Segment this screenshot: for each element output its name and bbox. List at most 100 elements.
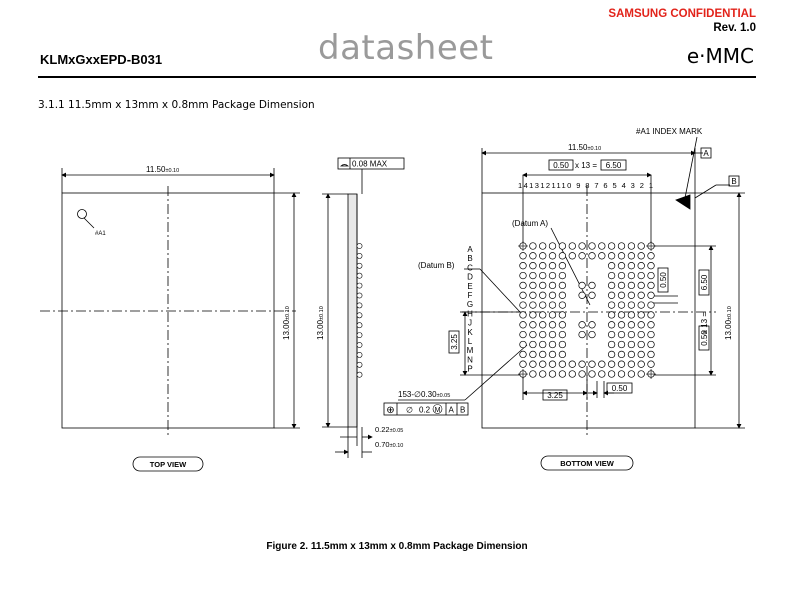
solder-ball xyxy=(607,301,616,309)
bottom-side-pitch-b: 6.50 xyxy=(700,274,709,290)
solder-ball xyxy=(647,262,655,270)
solder-ball xyxy=(539,350,547,359)
solder-ball xyxy=(558,262,567,270)
solder-ball xyxy=(617,330,626,339)
solder-ball xyxy=(529,340,537,349)
datum-b-label: (Datum B) xyxy=(418,261,455,270)
row-letter: C xyxy=(467,263,473,272)
solder-ball xyxy=(637,242,645,250)
pitch-small-box xyxy=(606,382,633,394)
solder-ball xyxy=(558,321,567,329)
solder-ball xyxy=(548,242,557,250)
solder-ball xyxy=(617,262,626,270)
row-letter: F xyxy=(468,291,473,300)
solder-ball xyxy=(617,291,626,299)
row-letter: P xyxy=(467,365,472,374)
solder-ball xyxy=(588,242,596,250)
solder-ball xyxy=(539,330,547,339)
solder-ball xyxy=(647,271,655,280)
solder-ball xyxy=(578,330,586,339)
solder-ball xyxy=(539,271,547,280)
solder-ball xyxy=(529,271,537,280)
row-letter: N xyxy=(467,355,473,364)
solder-ball xyxy=(647,340,655,349)
solder-ball xyxy=(647,330,655,339)
solder-ball xyxy=(558,350,567,359)
solder-ball xyxy=(637,252,645,260)
top-width-dim: 11.50±0.10 xyxy=(146,165,179,174)
bottom-side-pitch-box xyxy=(657,267,710,351)
solder-ball xyxy=(519,281,527,290)
solder-ball xyxy=(539,262,547,270)
solder-ball xyxy=(617,360,626,368)
solder-ball xyxy=(539,301,547,309)
side-ball xyxy=(356,332,363,338)
fcf-value: 0.2 xyxy=(419,406,431,415)
solder-ball xyxy=(588,291,596,299)
solder-ball xyxy=(529,252,537,260)
solder-ball xyxy=(627,311,636,319)
solder-ball xyxy=(617,242,626,250)
solder-ball xyxy=(578,281,586,290)
solder-ball xyxy=(519,330,527,339)
solder-ball xyxy=(548,301,557,309)
top-index-label: #A1 xyxy=(95,231,106,237)
solder-ball xyxy=(637,330,645,339)
solder-ball xyxy=(617,252,626,260)
solder-ball xyxy=(637,301,645,309)
top-view-label: TOP VIEW xyxy=(150,460,187,469)
solder-ball xyxy=(529,350,537,359)
solder-ball xyxy=(529,321,537,329)
side-view-balls xyxy=(356,243,363,378)
bottom-pitch-mid: x 13 = xyxy=(575,161,597,170)
solder-ball xyxy=(598,370,606,378)
solder-ball xyxy=(539,311,547,319)
solder-ball xyxy=(539,340,547,349)
solder-ball xyxy=(558,330,567,339)
solder-ball xyxy=(627,360,636,368)
top-view xyxy=(40,168,300,435)
solder-ball xyxy=(647,311,655,319)
solder-ball xyxy=(637,281,645,290)
solder-ball xyxy=(627,321,636,329)
row-letter: G xyxy=(467,300,473,309)
solder-ball xyxy=(617,370,626,378)
solder-ball xyxy=(519,311,527,319)
top-height-dim: 13.00±0.10 xyxy=(282,306,291,340)
solder-ball xyxy=(627,350,636,359)
solder-ball xyxy=(627,252,636,260)
solder-ball xyxy=(539,281,547,290)
solder-ball xyxy=(529,360,537,368)
doc-type-watermark: datasheet xyxy=(318,28,494,68)
row-letter: E xyxy=(467,282,472,291)
figure-caption: Figure 2. 11.5mm x 13mm x 0.8mm Package … xyxy=(266,541,528,552)
solder-ball xyxy=(568,242,576,250)
solder-ball xyxy=(588,252,596,260)
side-ball xyxy=(356,342,363,348)
index-mark-label: #A1 INDEX MARK xyxy=(636,127,703,136)
bottom-pitch-b: 6.50 xyxy=(606,161,622,170)
solder-ball xyxy=(539,321,547,329)
solder-ball xyxy=(637,262,645,270)
bottom-height-dim: 13.00±0.10 xyxy=(724,306,733,340)
solder-ball xyxy=(529,311,537,319)
fcf-mod-circle xyxy=(432,404,443,414)
solder-ball xyxy=(588,330,596,339)
solder-ball xyxy=(558,281,567,290)
side-ball xyxy=(356,361,363,368)
solder-ball xyxy=(548,340,557,349)
solder-ball xyxy=(539,242,547,250)
solder-ball xyxy=(548,311,557,319)
solder-ball xyxy=(607,291,616,299)
row-letter: D xyxy=(467,273,473,282)
solder-ball xyxy=(529,291,537,299)
row-letter: J xyxy=(468,319,472,328)
datum-b-box-label: B xyxy=(731,177,736,186)
bottom-pitch-a: 0.50 xyxy=(553,161,569,170)
solder-ball xyxy=(519,252,527,260)
side-ball xyxy=(356,282,363,289)
solder-ball xyxy=(558,370,567,378)
solder-ball xyxy=(568,252,576,260)
side-standoff-dim: 0.22±0.05 xyxy=(375,425,403,434)
solder-ball xyxy=(637,340,645,349)
